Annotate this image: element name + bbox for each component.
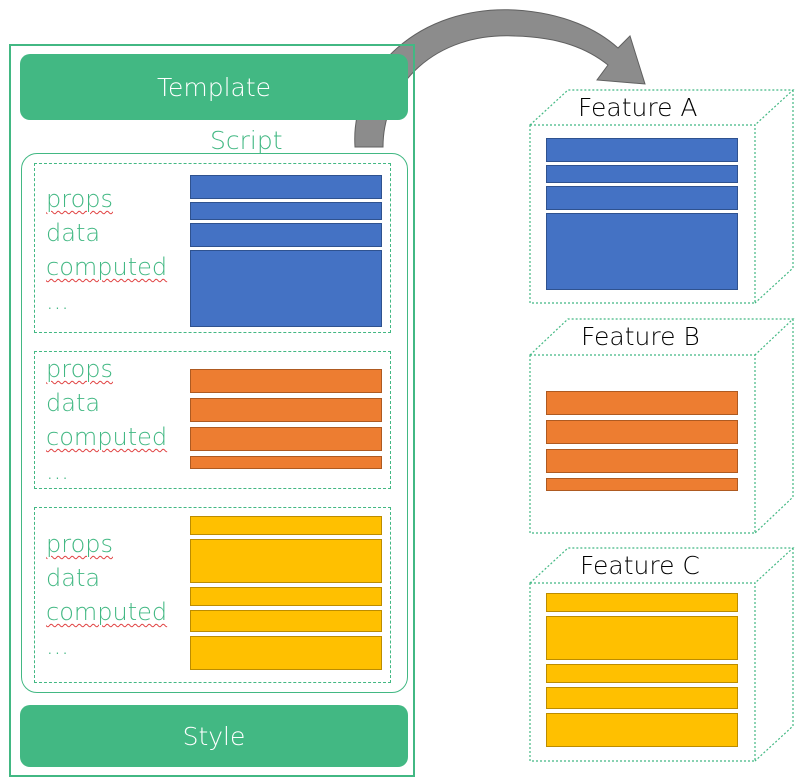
option-computed: computed (46, 253, 168, 281)
template-label: Template (156, 72, 272, 102)
code-block (546, 165, 738, 183)
style-bar: Style (20, 705, 408, 767)
code-block (546, 616, 738, 660)
code-block (190, 427, 382, 451)
option-data: data (46, 564, 101, 592)
code-block (546, 664, 738, 683)
option-computed: computed (46, 423, 168, 451)
code-block (190, 587, 382, 606)
code-block (190, 610, 382, 632)
code-block (190, 398, 382, 422)
feature-c-box (529, 547, 795, 762)
code-block (546, 420, 738, 444)
code-block (190, 539, 382, 583)
vue-component-box (9, 44, 415, 777)
feature-c-label: Feature C (580, 551, 700, 580)
script-section-blue (34, 163, 391, 333)
script-section-orange (34, 351, 391, 489)
script-box (21, 153, 408, 693)
code-block (546, 478, 738, 491)
option-data: data (46, 219, 101, 247)
code-block (546, 713, 738, 747)
option-data: data (46, 389, 101, 417)
script-section-yellow (34, 507, 391, 683)
option-props: props (46, 355, 113, 383)
option-computed: computed (46, 598, 168, 626)
option-more: ... (46, 287, 69, 315)
code-block (546, 138, 738, 162)
code-block (190, 456, 382, 469)
feature-b-box (529, 318, 795, 534)
code-block (546, 186, 738, 210)
code-block (190, 369, 382, 393)
code-block (190, 175, 382, 199)
script-label: Script (210, 126, 283, 155)
option-props: props (46, 530, 113, 558)
code-block (190, 516, 382, 535)
code-block (190, 636, 382, 670)
feature-a-label: Feature A (578, 93, 698, 122)
options-list: props data computed ... (46, 182, 167, 318)
code-block (546, 449, 738, 473)
style-label: Style (182, 721, 246, 751)
code-block (190, 223, 382, 247)
code-block (546, 593, 738, 612)
feature-a-box (529, 89, 795, 304)
option-props: props (46, 185, 113, 213)
code-block (190, 202, 382, 220)
curved-arrow (354, 9, 646, 148)
option-more: ... (46, 632, 69, 660)
feature-b-label: Feature B (581, 322, 700, 351)
code-block (546, 391, 738, 415)
code-block (546, 687, 738, 709)
option-more: ... (46, 457, 69, 485)
code-block (546, 213, 738, 290)
options-list: props data computed ... (46, 527, 167, 663)
code-block (190, 250, 382, 327)
template-bar: Template (20, 54, 408, 120)
options-list: props data computed ... (46, 352, 167, 488)
